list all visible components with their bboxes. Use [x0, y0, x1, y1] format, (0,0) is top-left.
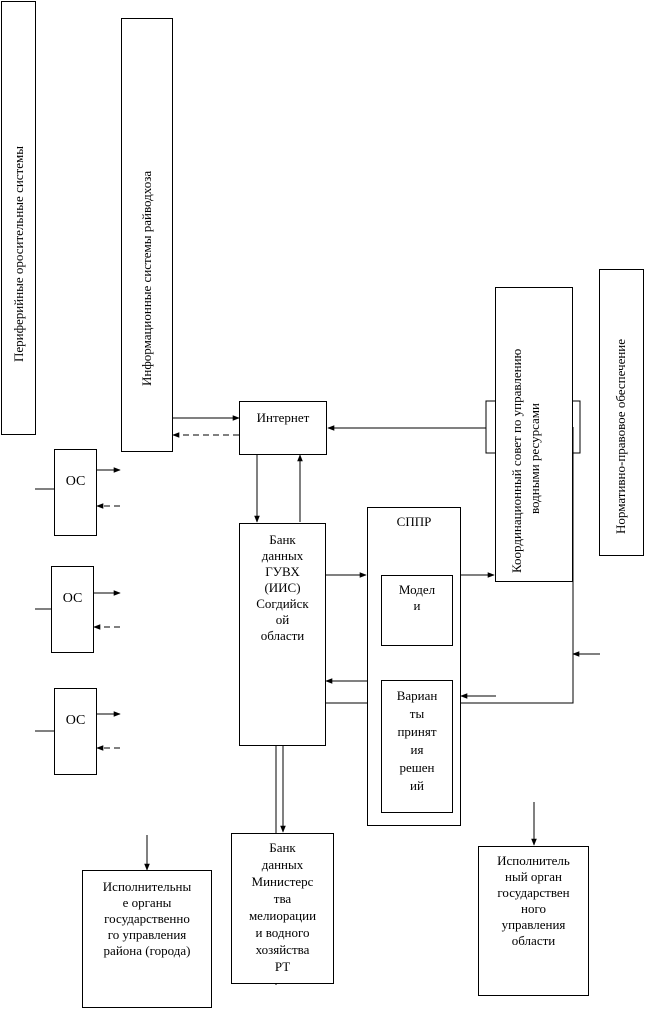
internet-box: Интернет — [239, 401, 327, 455]
region-exec-text: Исполнитель ный орган государствен ного … — [497, 853, 570, 948]
internet-label: Интернет — [256, 410, 310, 425]
district-info-label: Информационные системы райводхоза — [139, 170, 154, 386]
os-box-2: ОС — [51, 566, 94, 653]
normative-box: Нормативно-правовое обеспечение — [599, 269, 644, 556]
ministry-bank-box: Банк данных Министерс тва мелиорации и в… — [231, 833, 334, 984]
bank-guvh-box: Банк данных ГУВХ (ИИС) Согдийск ой облас… — [239, 523, 326, 746]
os-label-2: ОС — [62, 591, 83, 606]
ministry-bank-text: Банк данных Министерс тва мелиорации и в… — [248, 840, 317, 974]
os-label-3: ОС — [65, 713, 86, 728]
council-box: Координационный совет по управлению водн… — [495, 287, 573, 582]
district-info-box: Информационные системы райводхоза — [121, 18, 173, 452]
models-box: Модел и — [381, 575, 453, 646]
peripheral-systems-box: Периферийные оросительные системы — [1, 1, 36, 435]
os-label-1: ОС — [65, 474, 86, 489]
variants-text: Вариан ты принят ия решен ий — [396, 688, 438, 793]
bank-guvh-text: Банк данных ГУВХ (ИИС) Согдийск ой облас… — [256, 532, 309, 643]
os-box-3: ОС — [54, 688, 97, 775]
models-text: Модел и — [398, 582, 436, 613]
variants-box: Вариан ты принят ия решен ий — [381, 680, 453, 813]
council-label-1: Координационный совет по управлению — [509, 348, 524, 573]
sppr-label: СППР — [396, 514, 432, 529]
district-exec-text: Исполнительны е органы государственно го… — [102, 879, 192, 958]
peripheral-systems-label: Периферийные оросительные системы — [11, 146, 26, 362]
normative-label: Нормативно-правовое обеспечение — [613, 338, 628, 534]
os-box-1: ОС — [54, 449, 97, 536]
council-label-2: водными ресурсами — [527, 403, 542, 514]
region-exec-box: Исполнитель ный орган государствен ного … — [478, 846, 589, 996]
district-exec-box: Исполнительны е органы государственно го… — [82, 870, 212, 1008]
